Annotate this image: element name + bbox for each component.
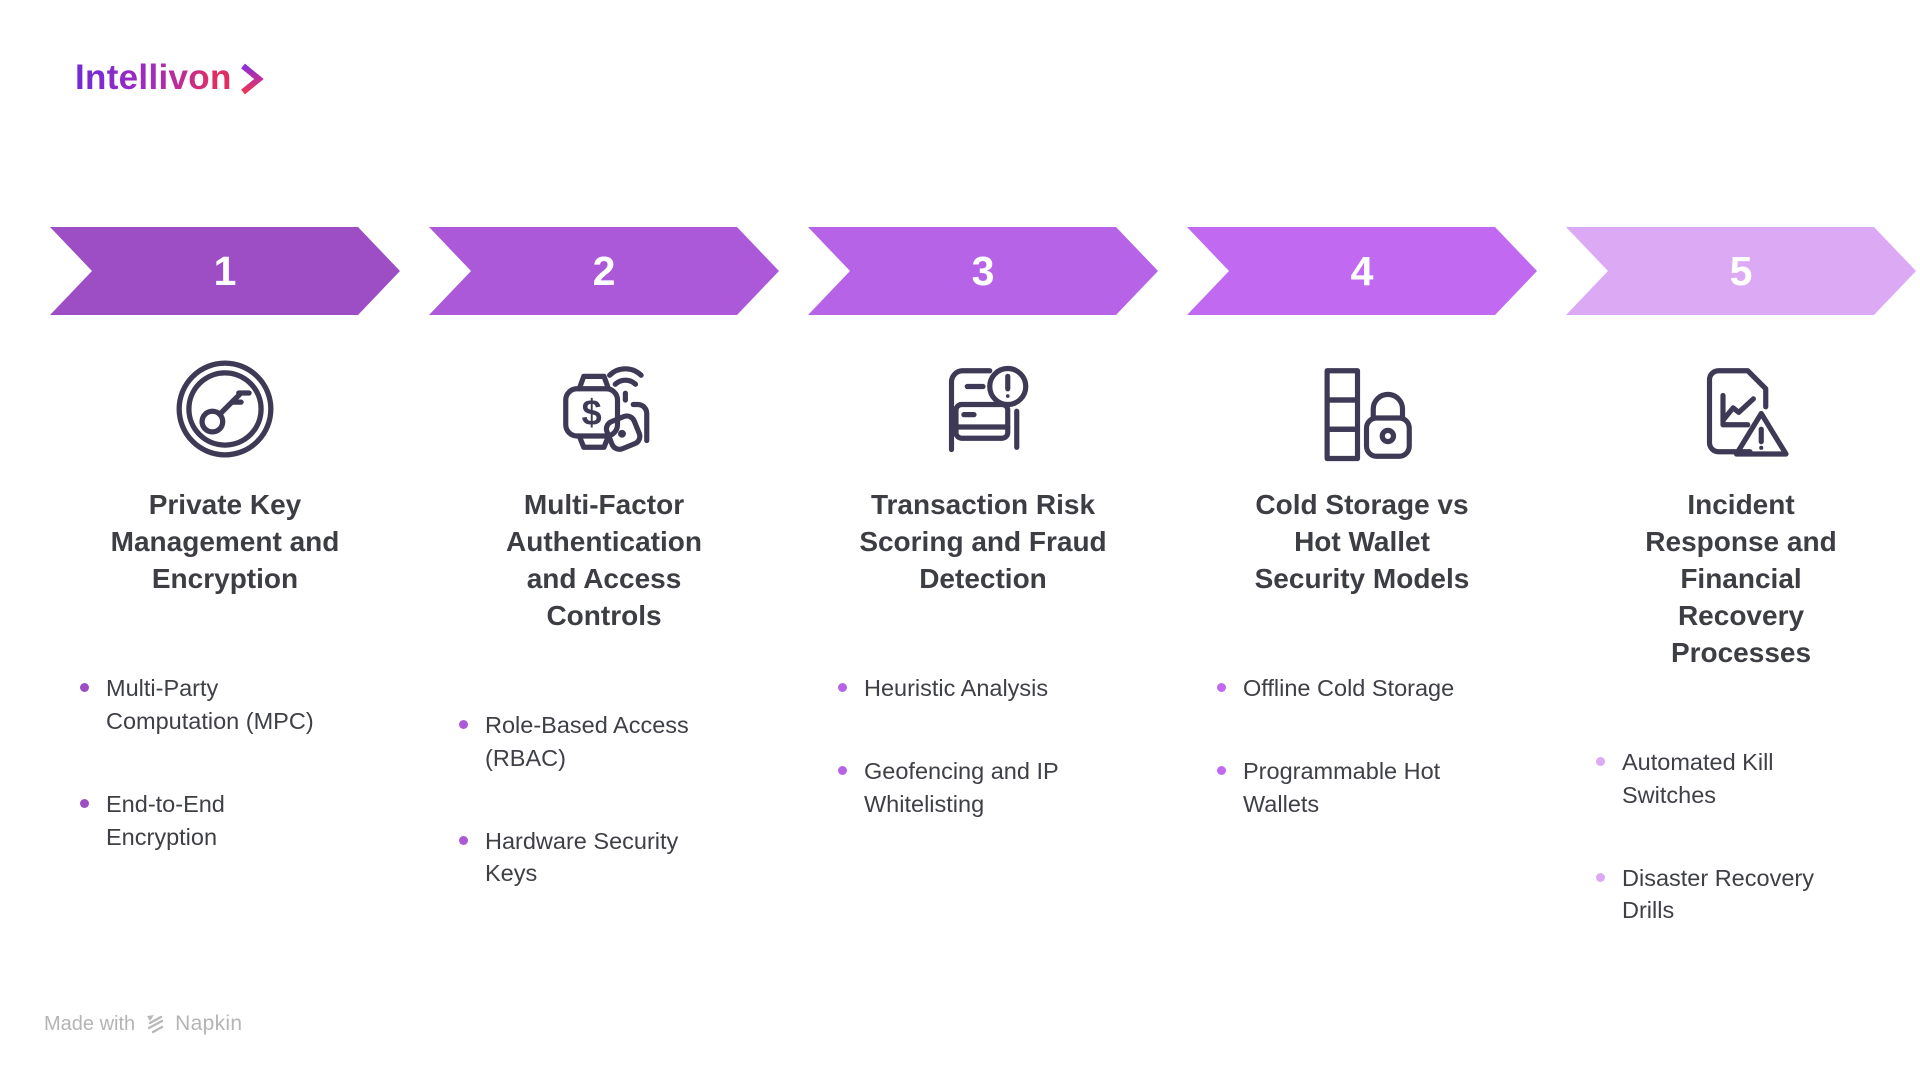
made-with-napkin: Made with Napkin	[44, 1012, 242, 1036]
bullet-dot	[838, 682, 847, 692]
step-1: 1 Private Key Management and Encryption …	[50, 227, 400, 927]
arrow-banner-shape	[50, 227, 400, 315]
bullet-text: Disaster Recovery Drills	[1622, 864, 1814, 924]
step-title: Cold Storage vs Hot Wallet Security Mode…	[1254, 489, 1470, 594]
footer-brand: Napkin	[175, 1012, 243, 1035]
bullet-text: Hardware Security Keys	[485, 827, 679, 887]
arrow-banner-shape	[808, 227, 1158, 315]
key-seal-icon	[50, 353, 400, 465]
step-2: 2 $ Multi-Factor Authentication and Acce…	[429, 227, 779, 927]
step-number: 1	[213, 247, 237, 294]
bullet-text: Geofencing and IP Whitelisting	[864, 757, 1059, 817]
bullet-dot	[1217, 682, 1226, 692]
step-number: 4	[1350, 247, 1374, 294]
bullet-item: Offline Cold Storage	[1217, 672, 1527, 705]
storage-lock-icon	[1187, 353, 1537, 465]
bullet-text: Role-Based Access (RBAC)	[485, 711, 689, 771]
step-bullets: Role-Based Access (RBAC) Hardware Securi…	[429, 709, 779, 891]
document-warning-icon	[1566, 353, 1916, 465]
footer-prefix: Made with	[44, 1012, 136, 1035]
step-5: 5 Incident Response and Financial Recove…	[1566, 227, 1916, 927]
bullet-item: Multi-Party Computation (MPC)	[80, 672, 390, 738]
step-number: 5	[1729, 247, 1753, 294]
bullet-item: Disaster Recovery Drills	[1596, 862, 1906, 928]
bullet-dot	[459, 719, 468, 729]
step-3: 3 Transaction Risk Scoring and Fraud Det…	[808, 227, 1158, 927]
napkin-logo-icon	[147, 1015, 164, 1034]
bullet-item: Geofencing and IP Whitelisting	[838, 755, 1148, 821]
bullet-dot	[80, 682, 89, 692]
bullet-text: End-to-End Encryption	[106, 790, 225, 850]
arrow-banner-shape	[429, 227, 779, 315]
bullet-text: Offline Cold Storage	[1243, 674, 1455, 701]
bullet-item: Automated Kill Switches	[1596, 746, 1906, 812]
step-4-arrow: 4	[1187, 227, 1537, 315]
step-bullets: Automated Kill Switches Disaster Recover…	[1566, 746, 1916, 928]
arrow-banner-shape	[1566, 227, 1916, 315]
step-5-arrow: 5	[1566, 227, 1916, 315]
bullet-item: Role-Based Access (RBAC)	[459, 709, 769, 775]
bullet-text: Programmable Hot Wallets	[1243, 757, 1441, 817]
bullet-dot	[1596, 872, 1605, 882]
step-bullets: Offline Cold Storage Programmable Hot Wa…	[1187, 672, 1537, 821]
bullet-item: Programmable Hot Wallets	[1217, 755, 1527, 821]
step-4: 4 Cold Storage vs Hot Wallet Security Mo…	[1187, 227, 1537, 927]
process-steps: 1 Private Key Management and Encryption …	[50, 227, 1916, 927]
step-title: Multi-Factor Authentication and Access C…	[506, 489, 702, 631]
svg-text:$: $	[582, 392, 602, 433]
bullet-text: Multi-Party Computation (MPC)	[106, 674, 314, 734]
step-bullets: Heuristic Analysis Geofencing and IP Whi…	[808, 672, 1158, 821]
wallet-payment-icon: $	[429, 353, 779, 465]
bullet-dot	[1596, 756, 1605, 766]
bullet-dot	[80, 798, 89, 808]
arrow-banner-shape	[1187, 227, 1537, 315]
step-2-arrow: 2	[429, 227, 779, 315]
terminal-alert-icon	[808, 353, 1158, 465]
bullet-dot	[1217, 765, 1226, 775]
bullet-item: Heuristic Analysis	[838, 672, 1148, 705]
chevron-right-icon	[240, 63, 264, 95]
step-title: Incident Response and Financial Recovery…	[1645, 489, 1837, 668]
bullet-item: End-to-End Encryption	[80, 788, 390, 854]
bullet-text: Heuristic Analysis	[864, 674, 1049, 701]
step-bullets: Multi-Party Computation (MPC) End-to-End…	[50, 672, 400, 854]
step-title: Transaction Risk Scoring and Fraud Detec…	[859, 489, 1107, 594]
bullet-text: Automated Kill Switches	[1622, 748, 1774, 808]
bullet-item: Hardware Security Keys	[459, 825, 769, 891]
step-1-arrow: 1	[50, 227, 400, 315]
bullet-dot	[838, 765, 847, 775]
step-number: 2	[592, 247, 616, 294]
brand-logo: Intellivon	[75, 58, 265, 98]
brand-name: Intellivon	[75, 58, 232, 97]
step-3-arrow: 3	[808, 227, 1158, 315]
step-number: 3	[971, 247, 995, 294]
bullet-dot	[459, 835, 468, 845]
step-title: Private Key Management and Encryption	[110, 489, 340, 594]
